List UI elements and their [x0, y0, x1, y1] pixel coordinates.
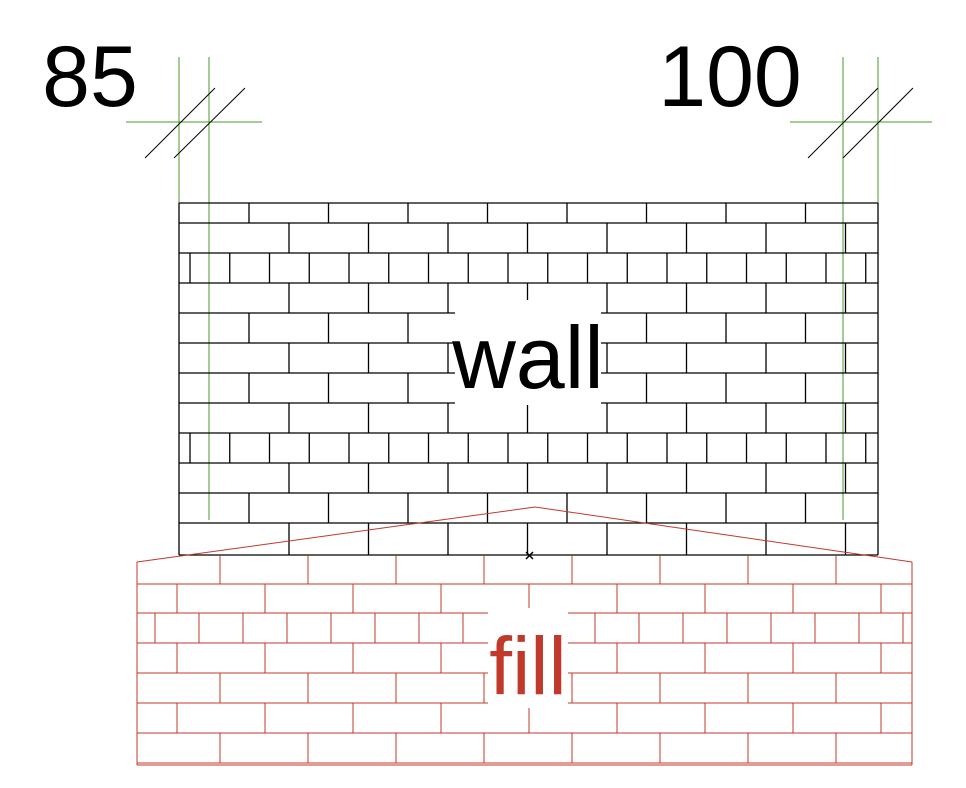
fill-outline-top	[136, 506, 913, 563]
grid-lines	[126, 57, 932, 520]
dimension-tick-left-2	[173, 87, 246, 159]
insertion-point-marker[interactable]	[525, 551, 534, 560]
dimension-tick-left-1	[144, 87, 216, 159]
dimension-label-left: 85	[42, 29, 138, 125]
wall-label-mask	[455, 300, 601, 405]
fill-brick-hatch[interactable]	[137, 555, 912, 764]
fill-label[interactable]: fill	[489, 621, 566, 712]
wall-label[interactable]: wall	[451, 308, 604, 407]
dimension-label-right: 100	[658, 29, 802, 125]
dimension-tick-right-1	[807, 87, 879, 159]
fill-label-mask	[488, 608, 568, 708]
dimension-tick-right-2	[842, 87, 914, 159]
